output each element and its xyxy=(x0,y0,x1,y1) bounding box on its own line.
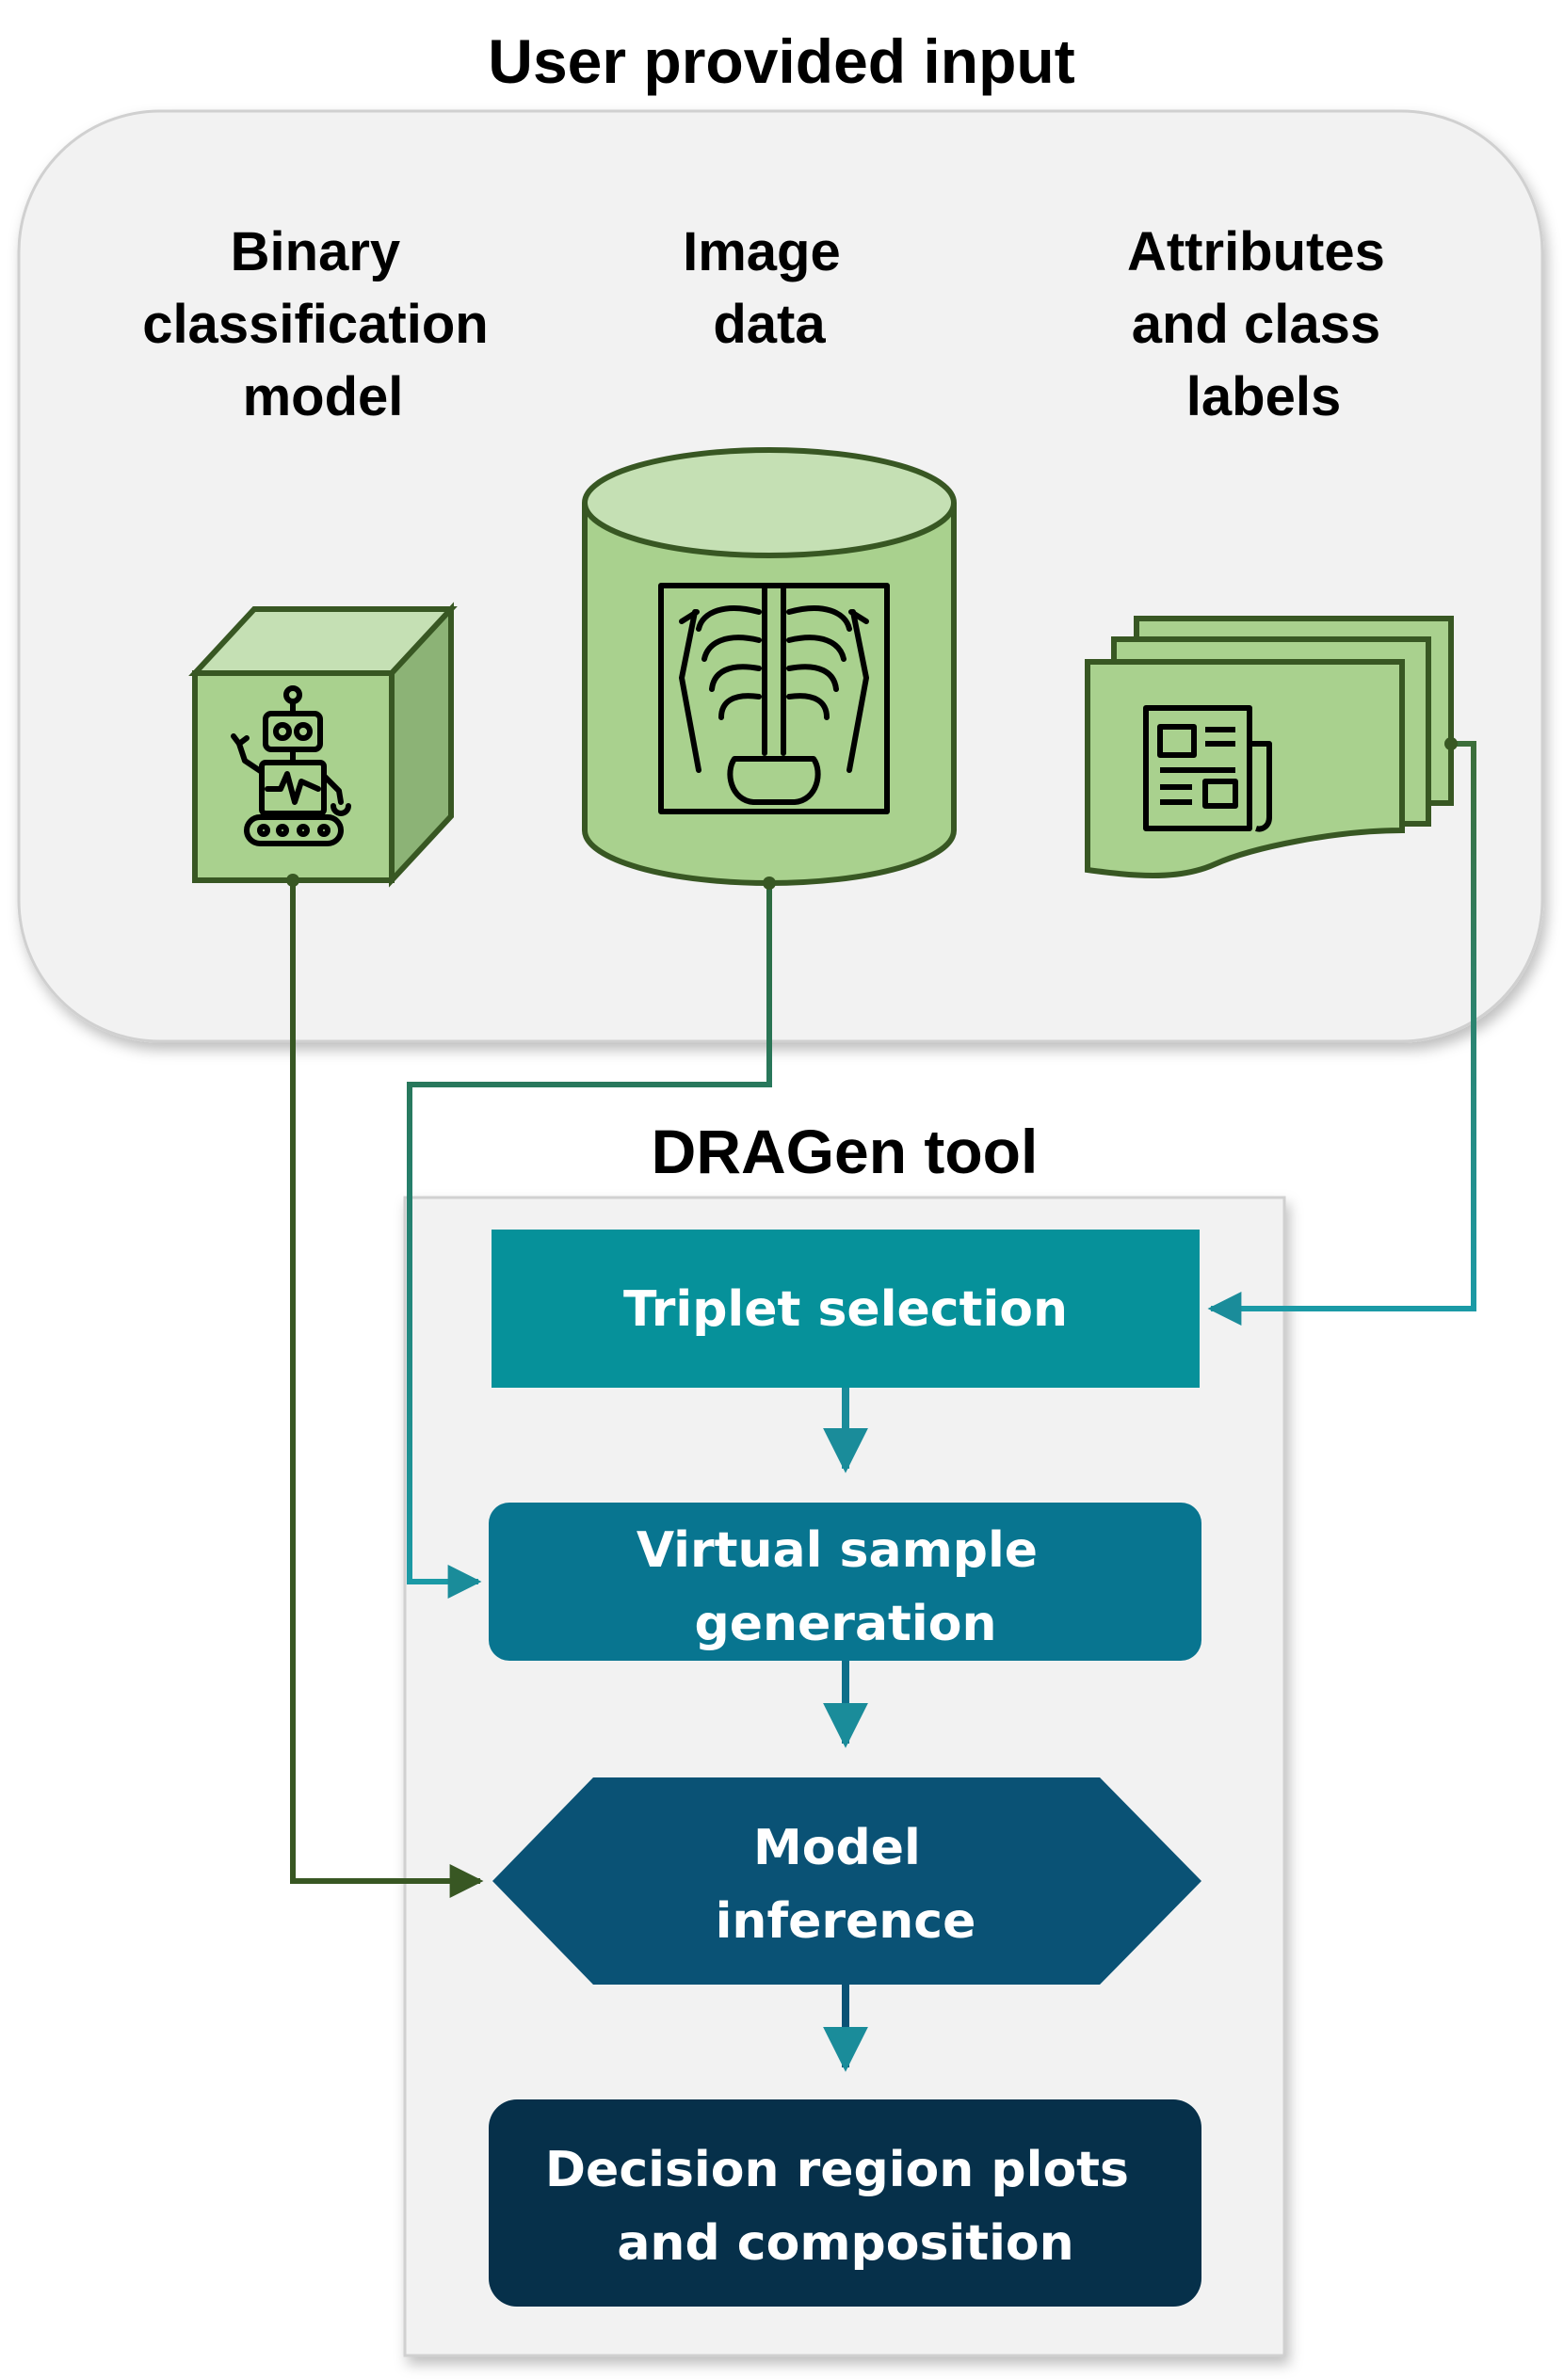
input-panel-title: User provided input xyxy=(488,26,1074,96)
model-label: Binary classification model xyxy=(142,221,504,427)
tool-panel-title: DRAGen tool xyxy=(652,1117,1039,1186)
documents-stack-icon xyxy=(1085,616,1454,878)
decision-region-plots-box xyxy=(489,2099,1201,2307)
virtual-sample-generation-label: Virtual sample generation xyxy=(637,1522,1055,1652)
connector-model-to-inference xyxy=(290,880,484,1898)
triplet-selection-label: Triplet selection xyxy=(623,1281,1068,1338)
decision-region-plots-label: Decision region plots and composition xyxy=(545,2142,1146,2272)
model-inference-label: Model inference xyxy=(716,1820,976,1950)
image-data-label: Image data xyxy=(683,221,856,355)
model-inference-hexagon xyxy=(492,1777,1201,1985)
connector-attributes-to-triplet xyxy=(1207,741,1476,1326)
model-connector-dot xyxy=(286,874,299,887)
robot-cube-icon xyxy=(188,602,458,888)
triplet-selection-box xyxy=(492,1230,1200,1388)
attributes-connector-dot xyxy=(1444,737,1458,750)
connector-image-to-virtual xyxy=(407,883,772,1599)
image-connector-dot xyxy=(763,876,776,890)
xray-database-icon xyxy=(582,447,957,886)
attributes-label: Attributes and class labels xyxy=(1127,221,1400,427)
virtual-sample-generation-box xyxy=(489,1503,1201,1661)
